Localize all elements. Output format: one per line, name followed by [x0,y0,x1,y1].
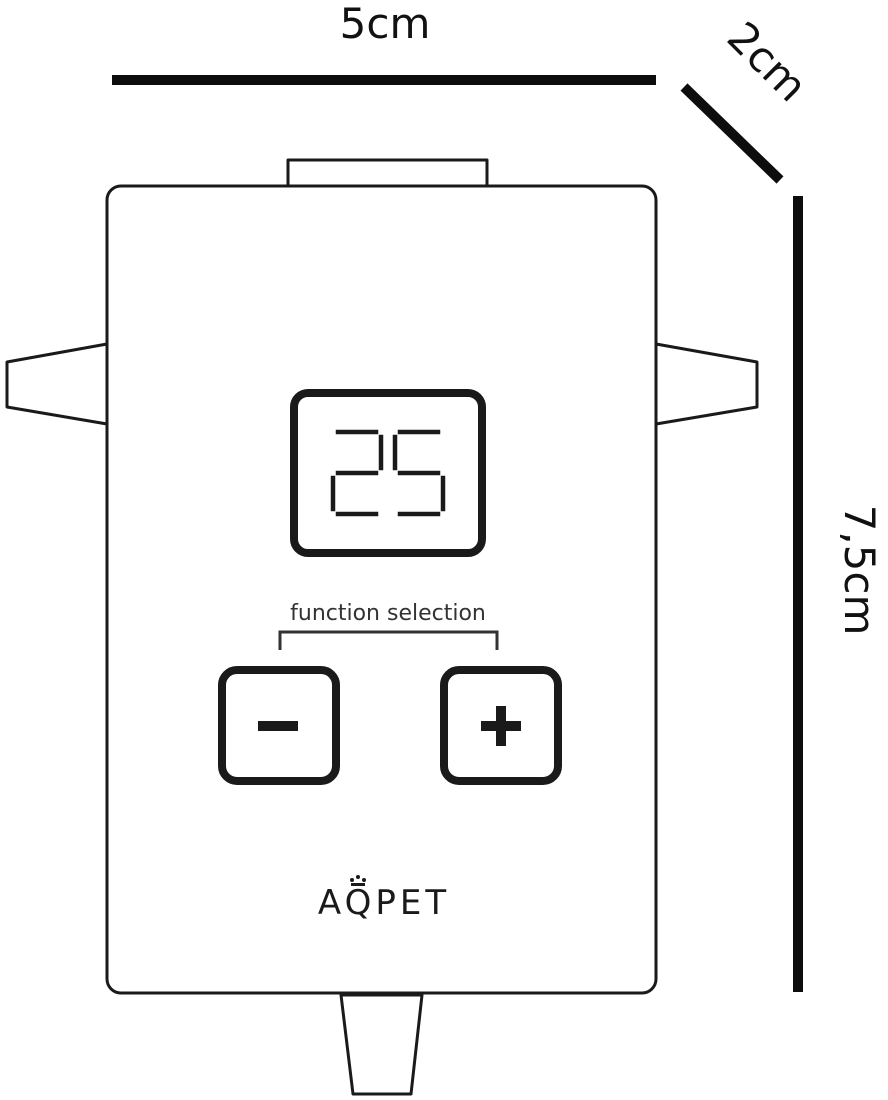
depth-label: 2cm [718,12,817,111]
display-digits [330,429,446,517]
crown-icon [350,875,366,886]
depth-dimension: 2cm [680,12,817,184]
display-digit [330,429,384,517]
minus-icon [258,721,298,731]
function-bracket [278,630,499,650]
heater-controller [5,158,759,1096]
plus-icon [481,706,521,746]
device-body [105,184,658,995]
left-nozzle [5,342,109,426]
cable-sleeve [339,993,424,1096]
height-label: 7,5cm [835,505,884,636]
function-label: function selection [290,601,486,626]
brand-logo: AQPET [318,875,450,923]
display-panel [290,389,486,557]
depth-bar [680,83,784,184]
minus-button[interactable] [218,666,340,785]
plus-button[interactable] [440,666,562,785]
display-digit [392,429,446,517]
height-dimension: 7,5cm [793,196,884,992]
width-label: 5cm [340,0,431,48]
right-nozzle [654,342,759,426]
width-dimension: 5cm [112,0,656,85]
brand-name: AQPET [318,883,450,923]
display-frame [290,389,486,557]
function-selection: function selection [278,601,499,650]
